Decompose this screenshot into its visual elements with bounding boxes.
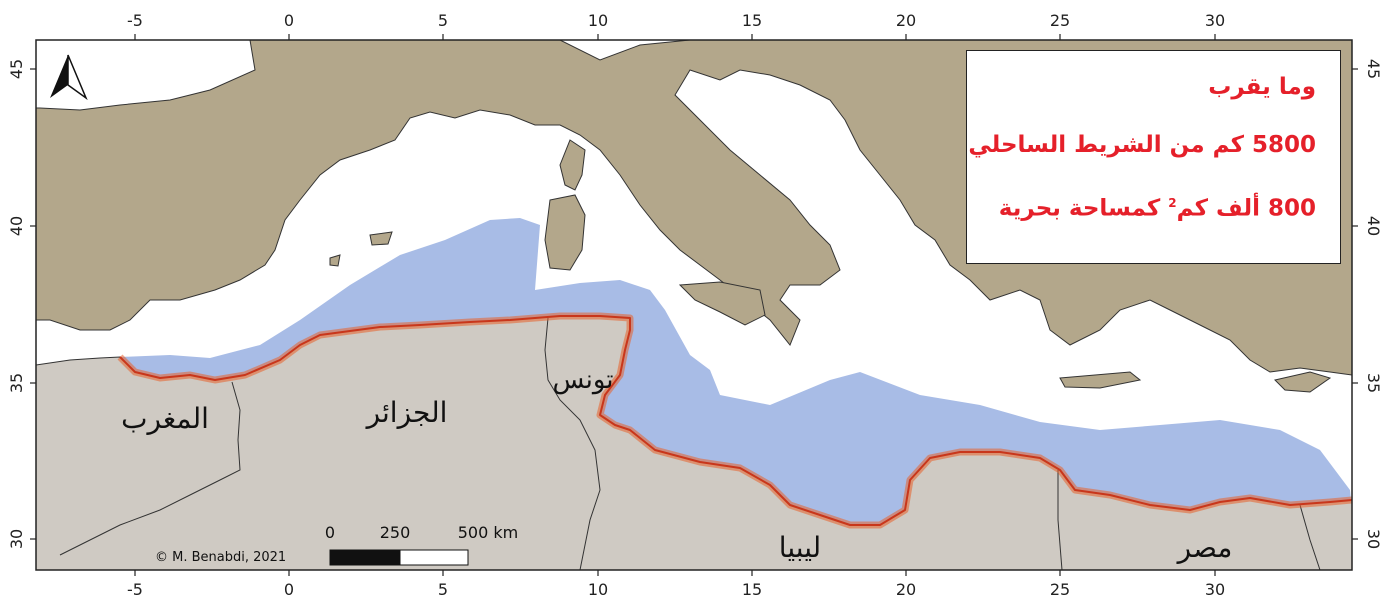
y-tick-left: 30	[7, 529, 26, 549]
copyright: © M. Benabdi, 2021	[155, 550, 286, 565]
y-tick-left: 35	[7, 373, 26, 393]
info-box: وما يقرب 5800 كم من الشريط الساحلي 800 أ…	[966, 50, 1341, 264]
north-arrow-icon	[50, 54, 88, 101]
x-tick-top: 30	[1205, 11, 1225, 30]
x-tick-bottom: 25	[1050, 580, 1070, 599]
x-tick-bottom: 0	[284, 580, 294, 599]
x-tick-top: -5	[127, 11, 143, 30]
scale-label-0: 0	[325, 523, 335, 542]
scale-label-500: 500 km	[458, 523, 518, 542]
tick-marks	[30, 34, 1358, 576]
x-tick-top: 15	[742, 11, 762, 30]
x-tick-bottom: 5	[438, 580, 448, 599]
y-tick-right: 45	[1364, 59, 1383, 79]
y-tick-left: 40	[7, 216, 26, 236]
sicily	[678, 281, 766, 326]
info-line-1: وما يقرب	[1208, 74, 1316, 100]
x-tick-top: 20	[896, 11, 916, 30]
country-borders	[59, 317, 1321, 570]
info-line-2: 5800 كم من الشريط الساحلي	[968, 132, 1316, 158]
info-line-3: 800 ألف كم2 كمساحة بحرية	[977, 189, 1316, 223]
y-tick-left: 45	[7, 59, 26, 79]
y-tick-right: 40	[1364, 216, 1383, 236]
scale-bar: 0 250 500 km	[325, 523, 518, 566]
label-algeria: الجزائر	[365, 396, 448, 429]
x-tick-bottom: 30	[1205, 580, 1225, 599]
map-frame	[35, 39, 1353, 571]
x-tick-bottom: 15	[742, 580, 762, 599]
info-line-3-post: كمساحة بحرية	[998, 195, 1169, 222]
x-tick-top: 0	[284, 11, 294, 30]
maritime-zone	[120, 218, 1352, 525]
label-egypt: مصر	[1176, 531, 1233, 564]
label-tunisia: تونس	[552, 365, 613, 395]
info-line-3-pre: 800 ألف كم	[1176, 195, 1316, 222]
x-tick-bottom: 10	[588, 580, 608, 599]
cyprus	[1274, 371, 1332, 393]
sardinia	[544, 194, 586, 271]
label-libya: ليبيا	[779, 531, 821, 564]
x-tick-top: 5	[438, 11, 448, 30]
label-morocco: المغرب	[121, 402, 209, 435]
x-tick-bottom: -5	[127, 580, 143, 599]
crete	[1059, 371, 1142, 389]
x-tick-top: 10	[588, 11, 608, 30]
x-tick-top: 25	[1050, 11, 1070, 30]
superscript-2: 2	[1168, 196, 1177, 210]
corsica	[559, 139, 586, 191]
scale-label-250: 250	[380, 523, 411, 542]
y-tick-right: 35	[1364, 373, 1383, 393]
x-tick-bottom: 20	[896, 580, 916, 599]
y-tick-right: 30	[1364, 529, 1383, 549]
